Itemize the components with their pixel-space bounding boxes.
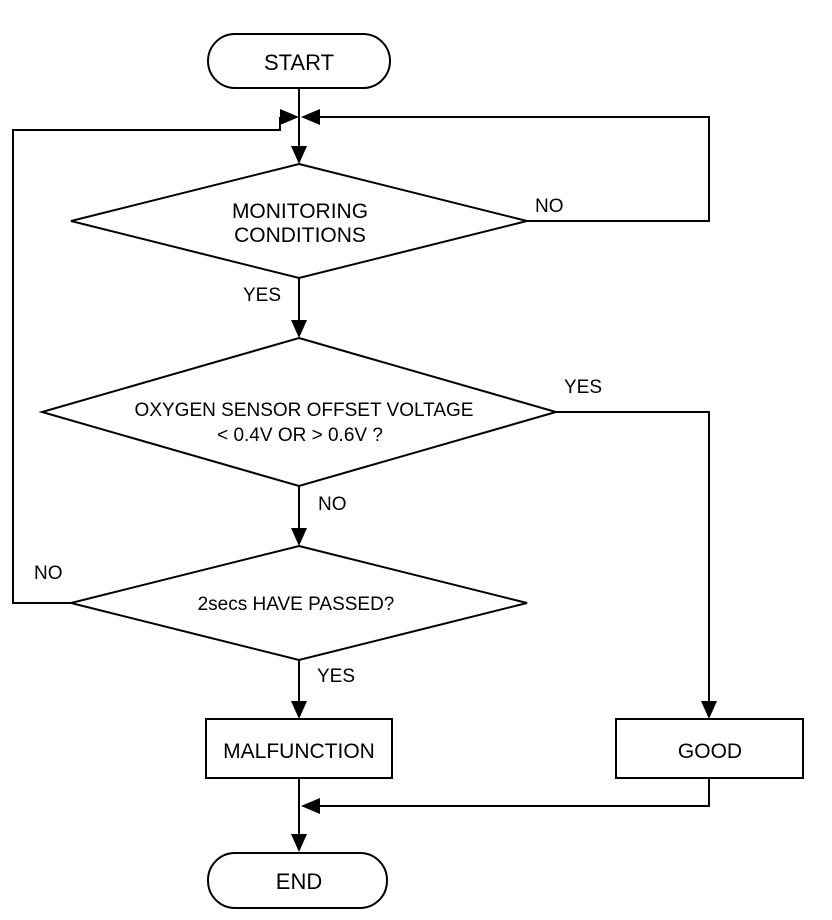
merge-arrow-from-right (301, 109, 320, 125)
connector-offset-yes (556, 411, 710, 704)
passed-label: 2secs HAVE PASSED? (198, 594, 395, 615)
start-label: START (264, 50, 334, 75)
arrow-into-good (701, 701, 717, 719)
monitoring-yes-label: YES (243, 285, 281, 306)
connector-good-join (316, 778, 710, 807)
good-box (615, 718, 804, 779)
offset-no-label: NO (318, 494, 347, 515)
end-terminator (207, 852, 388, 909)
connector-passed-no-loop (12, 117, 281, 604)
malfunction-box (205, 718, 393, 779)
end-label: END (276, 869, 322, 894)
arrow-into-monitoring (291, 146, 307, 164)
arrow-into-end (291, 834, 307, 852)
merge-arrow-from-left (280, 109, 299, 125)
arrow-into-passed (291, 528, 307, 546)
arrow-into-malfunction (291, 701, 307, 719)
offset-label-line2: < 0.4V OR > 0.6V ? (217, 425, 383, 446)
good-label: GOOD (678, 740, 742, 763)
monitoring-label-line2: CONDITIONS (234, 224, 366, 247)
monitoring-label-line1: MONITORING (232, 200, 368, 223)
malfunction-label: MALFUNCTION (223, 740, 375, 763)
connector-monitoring-no-loop (320, 116, 710, 222)
monitoring-no-label: NO (535, 196, 564, 217)
passed-yes-label: YES (317, 666, 355, 687)
arrow-into-offset (291, 320, 307, 338)
offset-label-line1: OXYGEN SENSOR OFFSET VOLTAGE (135, 400, 474, 421)
offset-yes-label: YES (564, 377, 602, 398)
passed-no-label: NO (34, 563, 63, 584)
join-arrow-from-good (301, 798, 320, 814)
